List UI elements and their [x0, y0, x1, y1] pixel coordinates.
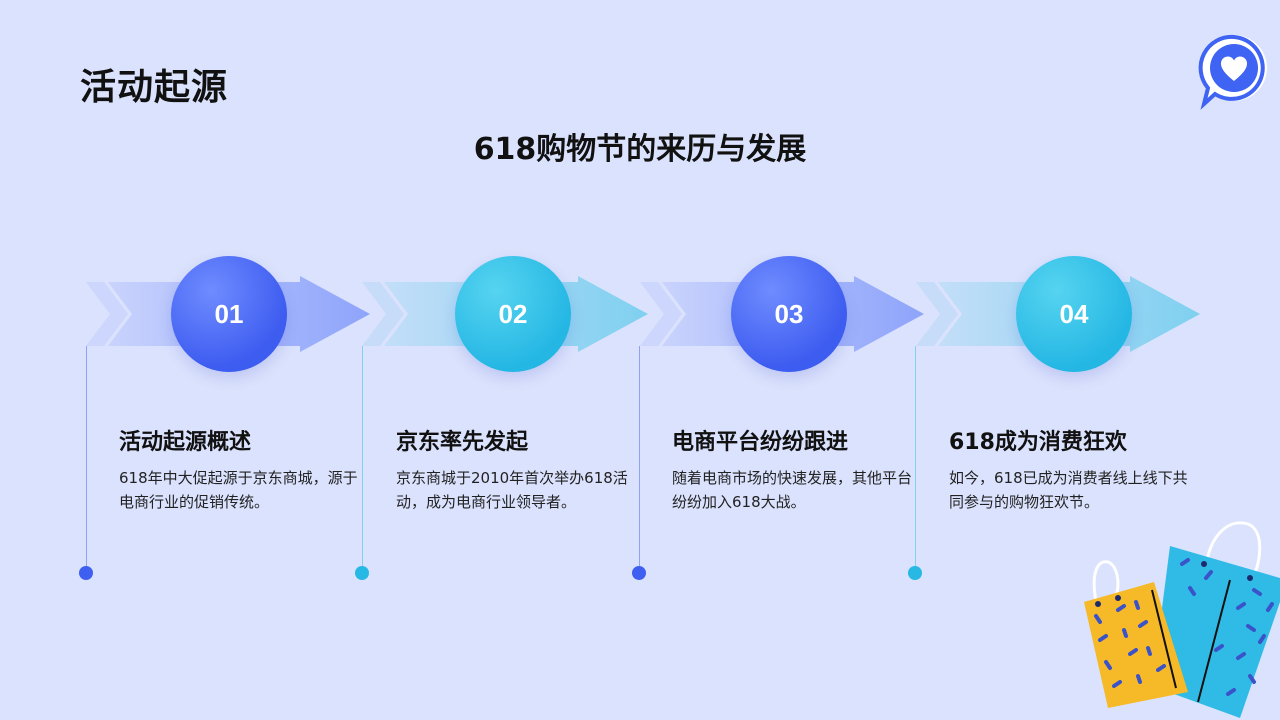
step-title: 京东率先发起: [396, 424, 646, 456]
step-number-1: 01: [171, 256, 287, 372]
step-card-4: 618成为消费狂欢 如今，618已成为消费者线上线下共同参与的购物狂欢节。: [949, 424, 1199, 514]
step-card-1: 活动起源概述 618年中大促起源于京东商城，源于电商行业的促销传统。: [119, 424, 369, 514]
timeline-connector: [86, 346, 87, 572]
timeline-dot: [632, 566, 646, 580]
step-title: 618成为消费狂欢: [949, 424, 1199, 456]
step-number-2: 02: [455, 256, 571, 372]
step-description: 京东商城于2010年首次举办618活动，成为电商行业领导者。: [396, 466, 646, 514]
shopping-bags-illustration: [1078, 518, 1280, 720]
step-title: 电商平台纷纷跟进: [672, 424, 922, 456]
heart-chat-icon: [1196, 32, 1270, 110]
page-title: 活动起源: [80, 58, 228, 110]
step-number-3: 03: [731, 256, 847, 372]
step-description: 如今，618已成为消费者线上线下共同参与的购物狂欢节。: [949, 466, 1199, 514]
step-title: 活动起源概述: [119, 424, 369, 456]
timeline-dot: [908, 566, 922, 580]
timeline-dot: [355, 566, 369, 580]
step-card-2: 京东率先发起 京东商城于2010年首次举办618活动，成为电商行业领导者。: [396, 424, 646, 514]
step-description: 随着电商市场的快速发展，其他平台纷纷加入618大战。: [672, 466, 922, 514]
page-subtitle: 618购物节的来历与发展: [0, 124, 1280, 168]
step-description: 618年中大促起源于京东商城，源于电商行业的促销传统。: [119, 466, 369, 514]
timeline-dot: [79, 566, 93, 580]
step-number-4: 04: [1016, 256, 1132, 372]
step-card-3: 电商平台纷纷跟进 随着电商市场的快速发展，其他平台纷纷加入618大战。: [672, 424, 922, 514]
